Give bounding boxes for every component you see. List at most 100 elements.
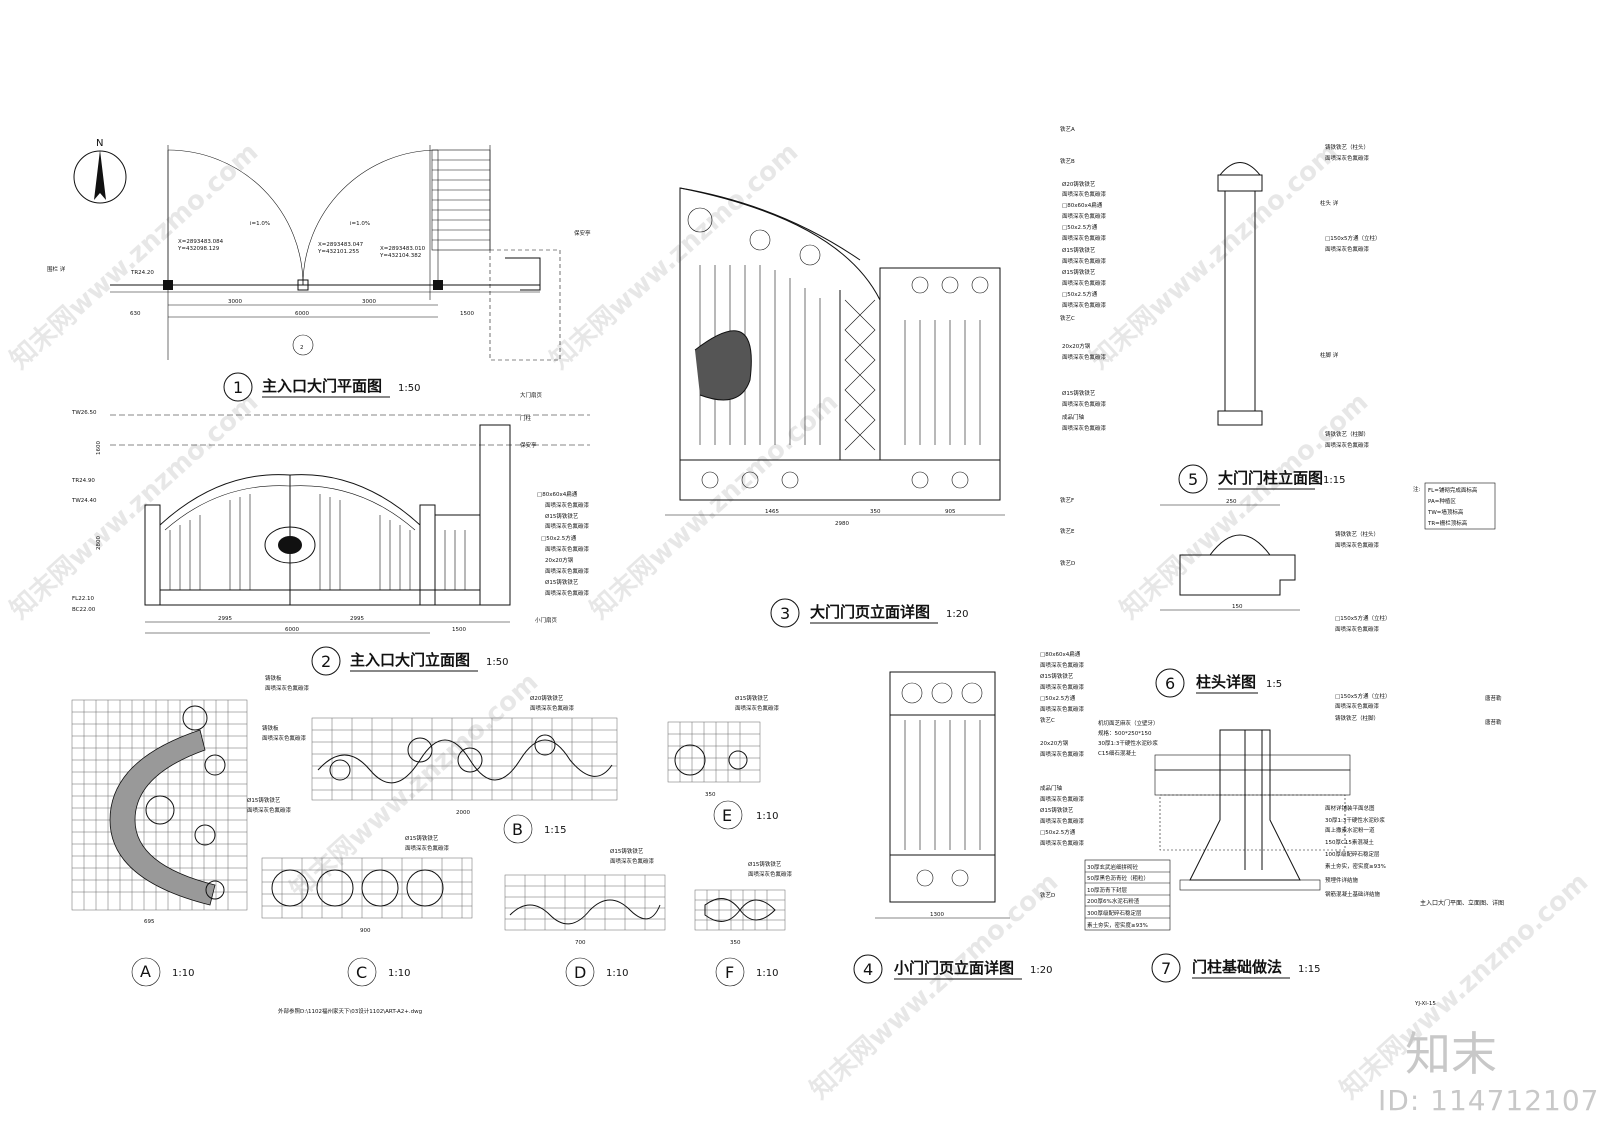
svg-text:铁艺C: 铁艺C	[1060, 314, 1075, 322]
svg-text:1:15: 1:15	[544, 825, 566, 836]
view-7-foundation: □150x5方通（立柱） 面喷深灰色氟碳漆 铸铁铁艺（柱脚） 机切面芝麻灰（立壁…	[1084, 692, 1390, 983]
svg-text:面喷深灰色氟碳漆: 面喷深灰色氟碳漆	[610, 857, 655, 865]
svg-text:保安亭: 保安亭	[520, 441, 537, 449]
north-label: N	[96, 138, 103, 149]
svg-text:TR24.90: TR24.90	[71, 478, 95, 484]
svg-text:□150x5方通（立柱）: □150x5方通（立柱）	[1325, 234, 1380, 242]
svg-text:□50x2.5方通: □50x2.5方通	[1062, 290, 1098, 298]
svg-text:Ø15铸铁铁艺: Ø15铸铁铁艺	[545, 512, 579, 520]
svg-text:面喷深灰色氟碳漆: 面喷深灰色氟碳漆	[545, 589, 590, 597]
svg-text:面喷深灰色氟碳漆: 面喷深灰色氟碳漆	[1335, 625, 1380, 633]
svg-text:Ø15铸铁铁艺: Ø15铸铁铁艺	[1040, 672, 1074, 680]
svg-text:Ø15铸铁铁艺: Ø15铸铁铁艺	[405, 834, 439, 842]
lattice	[844, 299, 876, 451]
svg-text:6000: 6000	[285, 627, 299, 633]
svg-text:小门扇页: 小门扇页	[535, 616, 558, 624]
watermark: 知末网www.znzmo.com	[1085, 137, 1345, 375]
svg-text:50厚黑色沥青砼（粗粒）: 50厚黑色沥青砼（粗粒）	[1087, 874, 1149, 882]
svg-text:1: 1	[233, 378, 243, 397]
svg-text:面材详铺装平面总图: 面材详铺装平面总图	[1325, 804, 1375, 812]
svg-text:Ø15铸铁铁艺: Ø15铸铁铁艺	[610, 847, 644, 855]
svg-text:唐苔勒: 唐苔勒	[1485, 694, 1502, 702]
svg-text:柱脚 详: 柱脚 详	[1320, 351, 1339, 359]
svg-text:□50x2.5方通: □50x2.5方通	[541, 534, 577, 542]
svg-text:□80x60x4扁通: □80x60x4扁通	[537, 490, 578, 498]
svg-text:面喷深灰色氟碳漆: 面喷深灰色氟碳漆	[265, 684, 310, 692]
svg-text:Ø15铸铁铁艺: Ø15铸铁铁艺	[1062, 246, 1096, 254]
svg-text:Y=432098.129: Y=432098.129	[177, 246, 220, 252]
svg-text:700: 700	[575, 940, 586, 946]
svg-text:面喷深灰色氟碳漆: 面喷深灰色氟碳漆	[1040, 683, 1085, 691]
svg-text:20x20方钢: 20x20方钢	[1040, 739, 1069, 747]
svg-text:面喷深灰色氟碳漆: 面喷深灰色氟碳漆	[1040, 795, 1085, 803]
svg-text:素土夯实，密实度≥93%: 素土夯实，密实度≥93%	[1087, 921, 1148, 929]
svg-text:D: D	[574, 963, 586, 982]
svg-text:面喷深灰色氟碳漆: 面喷深灰色氟碳漆	[1040, 750, 1085, 758]
svg-text:面喷深灰色氟碳漆: 面喷深灰色氟碳漆	[1062, 400, 1107, 408]
view-number-bubble	[223, 372, 253, 402]
svg-text:1:10: 1:10	[756, 968, 778, 979]
view-title: 主入口大门立面图	[350, 651, 470, 669]
watermark: 知末网www.znzmo.com	[285, 667, 545, 905]
svg-text:Ø20铸铁铁艺: Ø20铸铁铁艺	[1062, 180, 1096, 188]
svg-text:围栏 详: 围栏 详	[47, 265, 66, 273]
view-6-cap: 250 150 铸铁铁艺（柱头） 面喷深灰色氟碳漆 □150x5方通（立柱） 面…	[1155, 499, 1390, 698]
svg-text:面喷深灰色氟碳漆: 面喷深灰色氟碳漆	[1062, 279, 1107, 287]
svg-text:Ø15铸铁铁艺: Ø15铸铁铁艺	[1062, 389, 1096, 397]
svg-text:面喷深灰色氟碳漆: 面喷深灰色氟碳漆	[405, 844, 450, 852]
svg-text:1500: 1500	[460, 311, 474, 317]
svg-text:TW26.50: TW26.50	[71, 410, 97, 416]
svg-text:2: 2	[300, 345, 304, 351]
north-pointer	[94, 150, 106, 200]
detail-F: Ø15铸铁铁艺 面喷深灰色氟碳漆 350 F 1:10	[694, 860, 793, 987]
svg-text:2995: 2995	[350, 616, 364, 622]
svg-text:TW=墙顶标高: TW=墙顶标高	[1427, 508, 1464, 516]
svg-text:面喷深灰色氟碳漆: 面喷深灰色氟碳漆	[530, 704, 575, 712]
svg-text:铁艺D: 铁艺D	[1060, 559, 1075, 567]
svg-text:面喷深灰色氟碳漆: 面喷深灰色氟碳漆	[545, 522, 590, 530]
svg-text:F: F	[725, 963, 734, 982]
svg-text:C: C	[356, 963, 367, 982]
svg-text:面喷深灰色氟碳漆: 面喷深灰色氟碳漆	[545, 567, 590, 575]
view-title: 主入口大门平面图	[262, 377, 382, 395]
detail-A: 铸铁板 面喷深灰色氟碳漆 铸铁板 面喷深灰色氟碳漆 Ø15铸铁铁艺 面喷深灰色氟…	[71, 674, 310, 987]
svg-text:面喷深灰色氟碳漆: 面喷深灰色氟碳漆	[1062, 424, 1107, 432]
svg-text:面喷深灰色氟碳漆: 面喷深灰色氟碳漆	[1325, 441, 1370, 449]
svg-text:2000: 2000	[456, 810, 470, 816]
svg-text:630: 630	[130, 311, 141, 317]
svg-text:X=2893483.047: X=2893483.047	[318, 242, 364, 248]
svg-text:铁艺B: 铁艺B	[1060, 157, 1075, 165]
svg-text:7: 7	[1161, 959, 1171, 978]
svg-text:FL=铺砌完成面标高: FL=铺砌完成面标高	[1428, 486, 1478, 494]
svg-text:BC22.00: BC22.00	[72, 607, 96, 613]
watermark: 知末网www.znzmo.com	[805, 867, 1065, 1105]
svg-text:2: 2	[321, 652, 331, 671]
svg-text:150厚C15素混凝土: 150厚C15素混凝土	[1325, 838, 1374, 846]
svg-text:成品门轴: 成品门轴	[1040, 784, 1063, 792]
svg-text:300厚级配碎石稳定层: 300厚级配碎石稳定层	[1087, 909, 1142, 917]
svg-text:铁艺C: 铁艺C	[1040, 716, 1055, 724]
svg-text:6000: 6000	[295, 311, 309, 317]
sheet-title: 主入口大门平面、立面图、详图	[1420, 899, 1504, 907]
svg-text:200厚6%水泥石粉渣: 200厚6%水泥石粉渣	[1087, 897, 1140, 905]
svg-text:FL22.10: FL22.10	[72, 596, 94, 602]
svg-text:Ø15铸铁铁艺: Ø15铸铁铁艺	[735, 694, 769, 702]
svg-text:面喷深灰色氟碳漆: 面喷深灰色氟碳漆	[1325, 245, 1370, 253]
sheet-code: YJ-XI-15	[1414, 1001, 1436, 1007]
svg-text:4: 4	[863, 960, 873, 979]
view-title: 大门门柱立面图	[1218, 469, 1323, 487]
svg-text:铁艺A: 铁艺A	[1060, 125, 1075, 133]
svg-text:X=2893483.010: X=2893483.010	[380, 246, 426, 252]
svg-text:2980: 2980	[835, 521, 849, 527]
image-id: ID: 1147121075	[1378, 1084, 1600, 1117]
svg-text:面喷深灰色氟碳漆: 面喷深灰色氟碳漆	[262, 734, 307, 742]
view-title: 大门门页立面详图	[810, 603, 930, 621]
svg-text:Ø15铸铁铁艺: Ø15铸铁铁艺	[545, 578, 579, 586]
detail-B: Ø20铸铁铁艺 面喷深灰色氟碳漆 2000 B 1:15	[311, 694, 618, 844]
detail-C: Ø15铸铁铁艺 面喷深灰色氟碳漆 900 C 1:10	[261, 834, 473, 987]
svg-text:i=1.0%: i=1.0%	[350, 221, 370, 227]
svg-text:注:: 注:	[1413, 485, 1421, 493]
svg-text:□50x2.5方通: □50x2.5方通	[1062, 223, 1098, 231]
svg-text:6: 6	[1165, 674, 1175, 693]
